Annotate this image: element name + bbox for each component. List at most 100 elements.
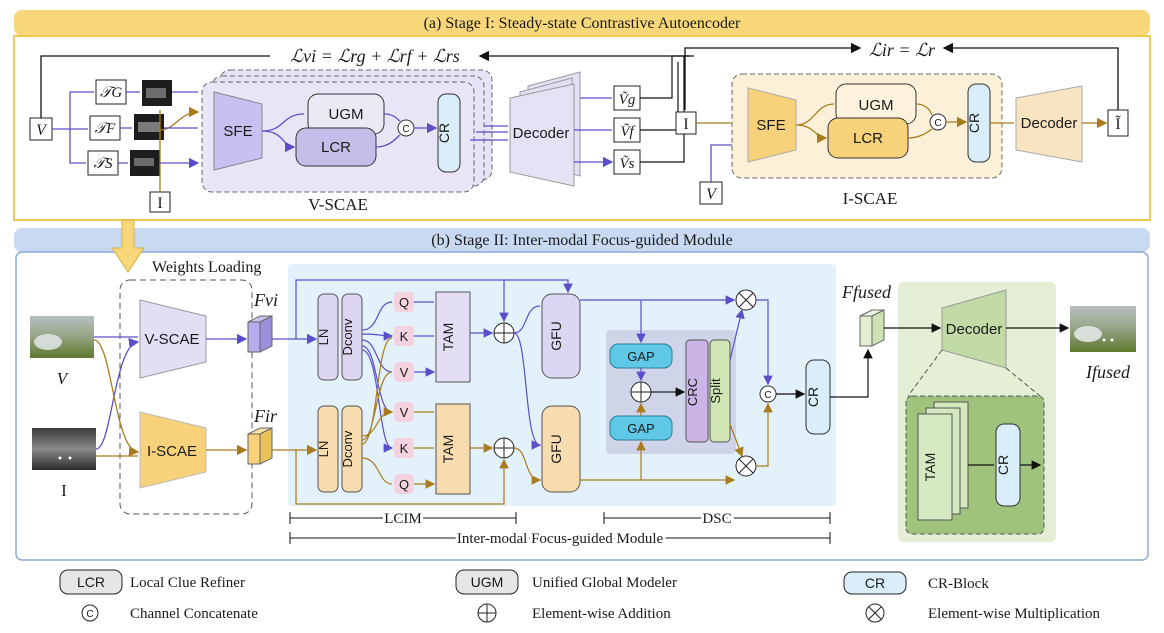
thumb-f-detail — [138, 122, 160, 132]
input-i-label-iscae: I — [683, 116, 688, 133]
transform-g-box — [95, 79, 127, 105]
f-ir-label: Fir — [253, 406, 278, 426]
sfe-to-ugm-lcr-ir — [795, 103, 834, 138]
cr-label-ir: CR — [966, 113, 982, 133]
infrared-image — [32, 428, 96, 470]
decoder-ir — [1015, 85, 1083, 163]
residual-vi — [295, 279, 509, 339]
thumb-g-detail — [146, 88, 166, 98]
cr-label-v: CR — [436, 123, 452, 143]
ln-label-ir: LN — [316, 441, 331, 458]
transform-g: 𝒯G — [100, 85, 122, 101]
v-top: V — [400, 365, 409, 380]
k-bottom: K — [400, 441, 409, 456]
decoder-ir-label: Decoder — [1021, 115, 1078, 132]
transform-arrows — [118, 91, 140, 164]
fused-image-smoke — [1074, 326, 1102, 342]
qkv-to-tam-ir — [414, 411, 434, 484]
thumb-s-detail — [134, 158, 154, 166]
loss-join — [671, 55, 694, 68]
f-fused-cube — [859, 315, 873, 347]
f-fused-label: Ffused — [841, 282, 892, 302]
ln-label-vi: LN — [316, 329, 331, 346]
legend-ugm-desc: Unified Global Modeler — [532, 575, 677, 591]
ifm-bracket — [289, 532, 831, 544]
legend-add-desc: Element-wise Addition — [532, 606, 671, 622]
ir-target-1 — [58, 456, 62, 460]
i-gold-arrow — [159, 106, 200, 131]
concat-icon-dsc-label: C — [764, 390, 771, 401]
loss-vi: ℒvi = ℒrg + ℒrf + ℒrs — [290, 46, 460, 66]
dsc-label: DSC — [702, 511, 731, 527]
ln-block-vi — [317, 293, 339, 381]
dconv-to-qk-top — [361, 301, 392, 336]
inputs-to-v-scae — [94, 337, 138, 450]
gap-label-bottom: GAP — [627, 421, 654, 436]
i-to-loss-ir — [684, 42, 862, 110]
f-ir-cube — [247, 433, 261, 465]
legend-mul-desc: Element-wise Multiplication — [928, 606, 1101, 622]
inputs-to-i-scae — [93, 339, 138, 456]
dconv-label-ir: Dconv — [340, 430, 355, 467]
gfu-label-ir: GFU — [548, 434, 564, 464]
cr-to-decoder-v — [470, 125, 508, 141]
mul-bottom-to-concat — [756, 402, 773, 467]
v-scae-encoder-label: V-SCAE — [144, 331, 199, 348]
legend-lcr-key: LCR — [77, 574, 105, 590]
input-i-stage2: I — [61, 481, 67, 500]
stage2-header — [14, 228, 1150, 252]
out-vf: Ṽf — [620, 123, 635, 140]
gfu-label-vi: GFU — [548, 321, 564, 351]
split-block — [709, 339, 731, 443]
sfe-to-ugm-lcr-v — [261, 113, 304, 147]
fused-target-1 — [1102, 338, 1106, 342]
out-vf-box — [613, 117, 641, 143]
loss-ir: ℒir = ℒr — [869, 40, 936, 60]
weights-loading-label: Weights Loading — [152, 259, 261, 276]
q-top: Q — [399, 295, 409, 310]
out-vg: Ṽg — [619, 91, 636, 108]
i-fused-label: Ifused — [1085, 362, 1131, 382]
q-top-box — [394, 292, 414, 312]
add-ir-to-gfu — [513, 447, 542, 485]
v-to-transforms — [52, 91, 94, 164]
transform-s: 𝒯S — [94, 156, 113, 172]
dconv-block-ir — [341, 405, 363, 493]
ln-block-ir — [317, 405, 339, 493]
legend-lcr-desc: Local Clue Refiner — [130, 575, 245, 591]
out-i-box — [1107, 109, 1129, 137]
concat-icon-v-label: C — [402, 124, 409, 135]
input-v-stage2: V — [57, 369, 70, 388]
sfe-block-ir — [747, 87, 797, 163]
decoder-to-outputs-v — [574, 97, 612, 162]
transform-f: 𝒯F — [95, 121, 116, 137]
f-vi-cube — [247, 321, 261, 353]
f-vi-cube-side — [259, 315, 273, 353]
ir-target-2 — [68, 456, 72, 460]
legend-lcr-swatch — [59, 569, 123, 595]
legend-concat-key: C — [86, 609, 93, 620]
stage2-title: (b) Stage II: Inter-modal Focus-guided M… — [431, 232, 732, 249]
out-vs: Ṽs — [620, 155, 635, 172]
sfe-label-ir: SFE — [756, 117, 785, 134]
split-to-mul-bottom — [729, 423, 744, 458]
loss-vi-line — [40, 55, 270, 118]
cr-detail-label: CR — [995, 455, 1011, 475]
tam-detail-block — [917, 413, 953, 521]
v-scae-label: V-SCAE — [308, 195, 368, 214]
decoder-v-label: Decoder — [513, 125, 570, 142]
legend-ugm-key: UGM — [471, 574, 504, 590]
q-bottom-box — [394, 474, 414, 494]
cr-label-stage2: CR — [805, 387, 821, 407]
lcim-label: LCIM — [384, 511, 422, 527]
stage1-panel — [13, 35, 1151, 221]
crc-label: CRC — [685, 378, 700, 406]
legend-cr-desc: CR-Block — [928, 576, 989, 592]
top-bypass-to-gfu — [504, 279, 573, 294]
legend-multiply-icon-cross — [868, 606, 882, 620]
weights-loading-arrow — [111, 219, 145, 273]
outputs-to-loss-vi — [640, 56, 685, 163]
split-label: Split — [708, 378, 723, 404]
stage2-panel — [15, 251, 1149, 561]
residual-ir — [295, 450, 509, 505]
